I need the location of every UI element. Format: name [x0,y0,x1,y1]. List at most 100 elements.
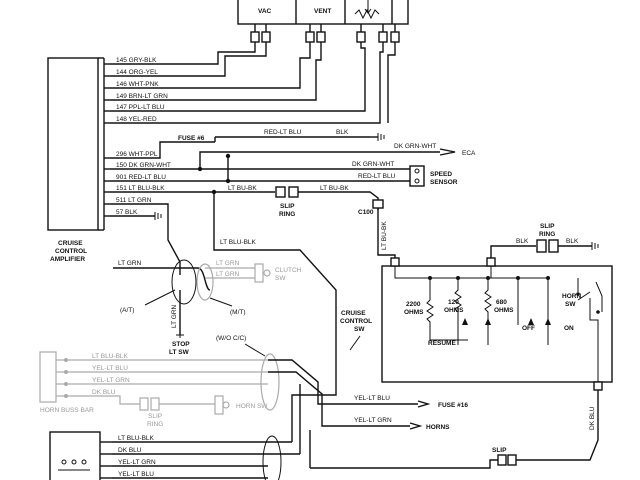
wire-label: RED-LT BLU [358,173,396,180]
clutch-switch [254,263,264,283]
switch-housing [381,265,613,383]
bottom-horn-connector: LT BLU-BLK DK BLU YEL-LT GRN YEL-LT BLU … [49,431,517,480]
amp-wire-label: 145 GRY-BLK [116,57,157,64]
clutch-sw-label: SW [275,275,286,282]
wire-label: BLK [336,129,349,136]
amp-wire-label: 144 ORG-YEL [116,69,158,76]
horn-buss-bar-label: HORN BUSS BAR [40,407,94,414]
wire-label: BLK [516,238,529,245]
cruise-control-amplifier: 145 GRY-BLK 144 ORG-YEL 146 WHT-PNK 149 … [47,57,171,263]
bottom-wire-label: YEL-LT BLU [118,471,154,478]
vac-label: VAC [258,8,272,15]
amp-wire-label: 150 DK GRN-WHT [116,162,171,169]
c100-connector [372,199,384,209]
amplifier-label-line: CONTROL [55,248,87,255]
wire-label: YEL-LT GRN [354,417,392,424]
at-label: (A/T) [120,307,134,314]
on-label: ON [564,325,574,332]
ohms-label: OHMS [404,309,424,316]
bottom-wire-label: LT BLU-BLK [118,435,155,442]
cruise-sw-label-group: CRUISE CONTROL SW [340,310,372,351]
vent-label: VENT [314,8,331,15]
bottom-wire-label: DK BLU [118,447,142,454]
wire-label: LT BLU-BLK [220,239,257,246]
slip-ring-label: SLIP [280,203,295,210]
horn-switch-grey [214,395,224,415]
off-label: OFF [522,325,535,332]
ohms-label: 120 [448,299,459,306]
slip-bottom-label: SLIP [492,447,507,454]
cruise-sw-label: CONTROL [340,318,372,325]
speed-sensor-label: SENSOR [430,179,458,186]
speed-sensor [409,165,425,187]
stop-sw-label: STOP [172,341,190,348]
middle-wiring: FUSE #6 RED-LT BLU BLK DK GRN-WHT ECA DK… [110,129,476,396]
horn-bar-wire-label: YEL-LT GRN [92,377,130,384]
mt-label: (M/T) [230,309,246,316]
wo-cc-label: (W/O C/C) [216,335,246,342]
wire-label: LT GRN [216,260,240,267]
slip-ring-label: SLIP [540,223,555,230]
amp-wire-label: 151 LT BLU-BLK [116,185,165,192]
amp-wire-label: 57 BLK [116,209,138,216]
horn-bar-wire-label: LT BLU-BLK [92,353,129,360]
ohms-label: 2200 [406,301,421,308]
fuse-6-label: FUSE #6 [178,135,205,142]
amp-wire-label: 511 LT GRN [116,197,152,204]
wire-label: DK GRN-WHT [394,143,436,150]
amplifier-housing [47,57,99,231]
wire-label: LT BU-BK [320,185,349,192]
amp-wire-label: 146 WHT-PNK [116,81,159,88]
amp-wire-label: 147 PPL-LT BLU [116,104,165,111]
slip-ring-label: RING [539,231,555,238]
amp-wire-label: 901 RED-LT BLU [116,174,166,181]
ohms-label: OHMS [444,307,464,314]
horn-bar-wire-label: YEL-LT BLU [92,365,128,372]
horn-bar-wire-label: DK BLU [92,389,116,396]
ohms-label: OHMS [494,307,514,314]
amplifier-pins [104,63,110,217]
speed-sensor-label: SPEED [430,171,452,178]
top-connector-block: VAC VENT [237,0,409,43]
splice-bubble [171,259,197,305]
wire-label: DK BLU [589,406,596,430]
slip-ring-connector [288,186,299,198]
wire-label: LT BU-BK [228,185,257,192]
amp-wire-label: 148 YEL-RED [116,116,157,123]
horn-sw-label: HORN [562,293,581,300]
horn-sw-label: SW [565,301,576,308]
ohms-label: 680 [496,299,507,306]
horn-sw-grey-label: HORN SW [236,403,268,410]
wire-label: LT GRN [118,260,142,267]
amp-wire-label: 296 WHT-PPL [116,151,158,158]
slip-ring-connector [275,186,286,198]
horn-fuse-wiring: YEL-LT BLU FUSE #16 YEL-LT GRN HORNS [268,359,468,468]
amp-wire-label: 149 BRN-LT GRN [116,93,168,100]
cruise-sw-label: SW [354,326,365,333]
wire-label: LT GRN [216,271,240,278]
wire-label: RED-LT BLU [264,129,302,136]
clutch-stop-switch: LT GRN LT GRN LT GRN CLUTCH SW (A/T) (M/… [113,259,302,356]
cruise-control-switch-assembly: SLIP RING BLK BLK 2200 OHMS 120 OHMS 680… [381,223,613,461]
slip-ring-label: RING [147,421,163,428]
amplifier-upper-wires [110,42,396,124]
clutch-sw-label: CLUTCH [275,267,302,274]
stop-sw-label: LT SW [169,349,190,356]
potentiometer-symbol [354,8,380,20]
wire-label: DK GRN-WHT [352,161,394,168]
eca-label: ECA [462,150,476,157]
bottom-connector-housing [49,431,101,480]
c100-label: C100 [358,209,374,216]
cruise-sw-label: CRUISE [341,310,366,317]
wire-label: YEL-LT BLU [354,395,390,402]
fuse-16-label: FUSE #16 [438,402,468,409]
wire-label: BLK [566,238,579,245]
wire-label: LT BU-BK [381,221,388,250]
slip-ring-label: SLIP [148,413,162,420]
horn-buss-bar [39,351,57,403]
slip-ring-label: RING [279,211,295,218]
wire-label: LT GRN [171,304,178,328]
horn-buss-bar-assembly: LT BLU-BLK YEL-LT BLU YEL-LT GRN DK BLU … [39,335,280,428]
